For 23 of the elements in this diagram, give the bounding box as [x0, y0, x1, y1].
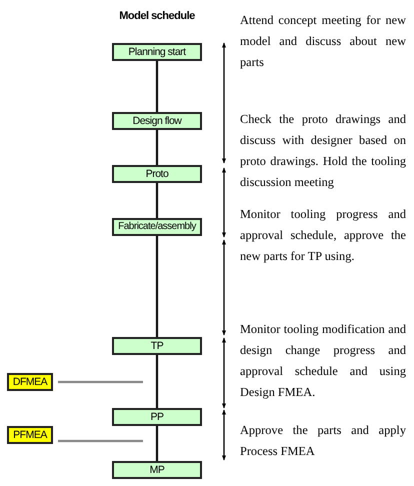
diagram-title: Model schedule: [118, 10, 196, 22]
connector-line: [156, 183, 158, 218]
connector-line: [156, 130, 158, 165]
connector-line: [156, 61, 158, 112]
description-text: Approve the parts and apply Process FMEA: [240, 422, 406, 460]
stage-box: Fabricate/assembly: [112, 218, 202, 236]
stage-box: DFMEA: [7, 373, 53, 391]
connector-line: [58, 380, 143, 384]
connector-line: [156, 236, 158, 337]
description-text: Attend concept meeting for new model and discuss about new parts: [240, 12, 406, 71]
connector-line: [156, 426, 158, 461]
description-text: Monitor tooling modification and design change progress and approval schedule and using Design FMEA.: [240, 321, 406, 401]
description-text: Monitor tooling progress and approval schedule, approve the new parts for TP using.: [240, 206, 406, 265]
stage-box: Planning start: [112, 43, 202, 61]
stage-box: Proto: [112, 165, 202, 183]
description-text: Check the proto drawings and discuss with designer based on proto drawings. Hold the tooling discussion meeting: [240, 111, 406, 191]
stage-box: PP: [112, 408, 202, 426]
stage-box: TP: [112, 337, 202, 355]
connector-line: [58, 440, 143, 442]
connector-line: [156, 355, 158, 408]
stage-box: PFMEA: [7, 426, 53, 444]
stage-box: MP: [112, 461, 202, 479]
stage-box: Design flow: [112, 112, 202, 130]
